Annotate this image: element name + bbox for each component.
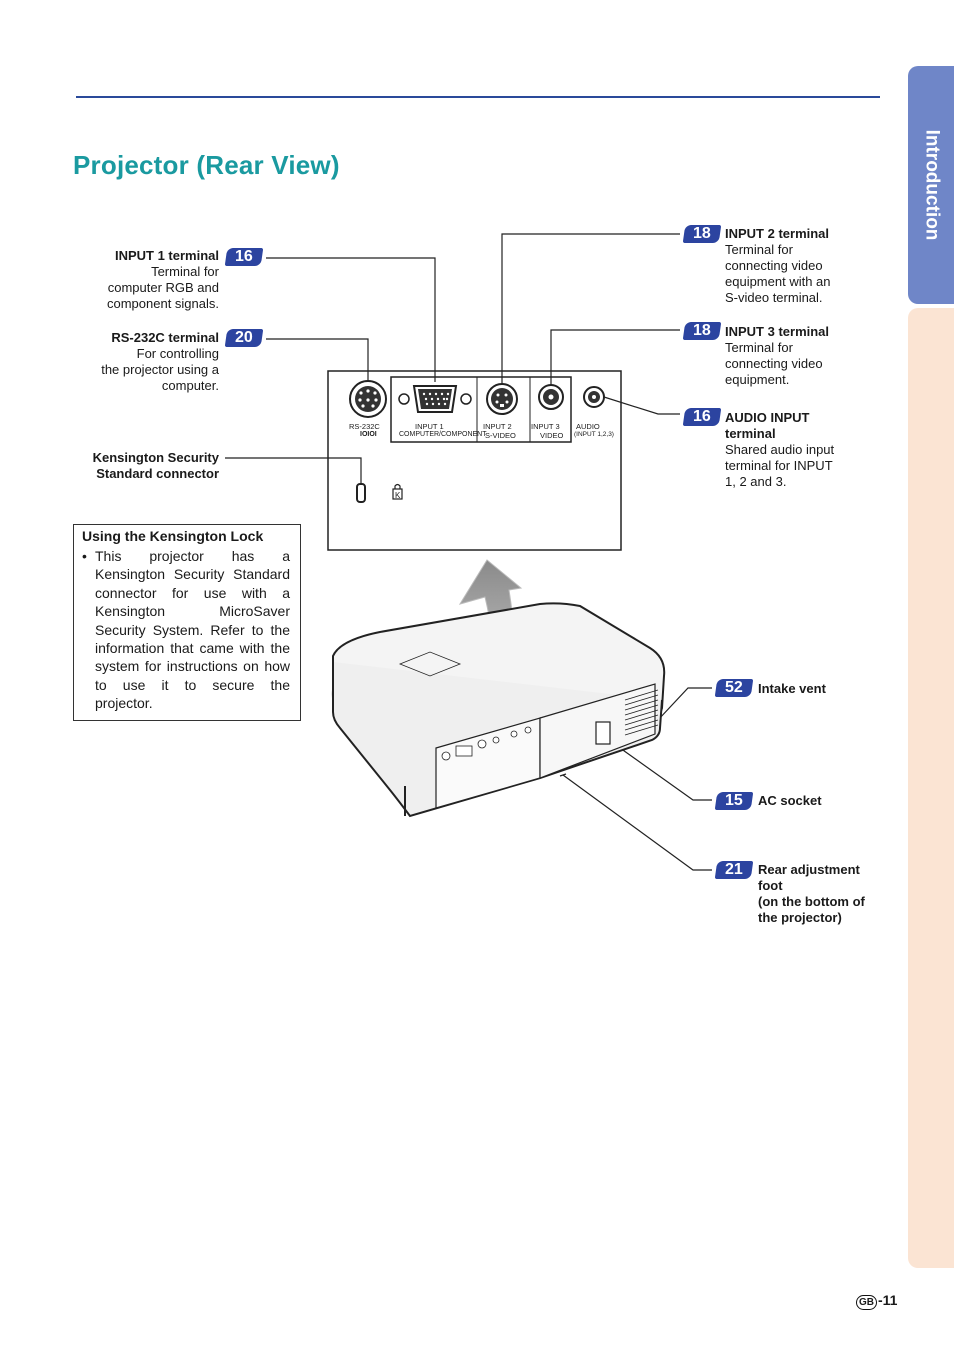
panel-label-audio-inputs: (INPUT 1,2,3) bbox=[574, 431, 614, 438]
input3-desc-line: Terminal for bbox=[725, 340, 793, 355]
input2-desc-line: connecting video bbox=[725, 258, 823, 273]
panel-label-video: VIDEO bbox=[540, 431, 564, 440]
kensington-note-title: Using the Kensington Lock bbox=[82, 528, 264, 544]
input2-desc-line: Terminal for bbox=[725, 242, 793, 257]
region-mark: GB bbox=[856, 1295, 877, 1310]
kensington-callout-title: Standard connector bbox=[96, 466, 219, 481]
kensington-note-text: This projector has a Kensington Security… bbox=[95, 548, 290, 712]
bullet-marker: • bbox=[82, 548, 87, 564]
page-ref-badge: 16 bbox=[224, 248, 264, 266]
lock-icon: K bbox=[392, 483, 403, 500]
rs232c-desc-line: For controlling bbox=[136, 346, 219, 361]
panel-label-input1: INPUT 1 bbox=[415, 422, 444, 431]
rs232c-port-icon bbox=[349, 380, 387, 418]
intake-callout: Intake vent bbox=[758, 681, 826, 697]
ac-callout: AC socket bbox=[758, 793, 822, 809]
kensington-note-body: • This projector has a Kensington Securi… bbox=[82, 547, 290, 713]
page-number: GB-11 bbox=[856, 1292, 897, 1310]
input1-desc-line: component signals. bbox=[106, 296, 219, 311]
input2-callout-title: INPUT 2 terminal bbox=[725, 226, 830, 241]
panel-label-svideo: S-VIDEO bbox=[485, 431, 516, 440]
panel-label-computer-component: COMPUTER/COMPONENT bbox=[399, 431, 487, 438]
page-ref-badge: 18 bbox=[682, 322, 722, 340]
panel-label-rs232c-icon: IOIOI bbox=[360, 431, 377, 438]
panel-label-rs232c: RS-232C bbox=[349, 422, 380, 431]
page-number-text: -11 bbox=[878, 1292, 898, 1308]
input3-callout: INPUT 3 terminal Terminal for connecting… bbox=[725, 324, 865, 388]
input1-desc-line: Terminal for bbox=[151, 264, 219, 279]
audio-callout-title: terminal bbox=[725, 426, 776, 441]
kensington-callout-title: Kensington Security bbox=[92, 450, 219, 465]
audio-callout: AUDIO INPUT terminal Shared audio input … bbox=[725, 410, 865, 490]
svg-text:K: K bbox=[395, 491, 401, 500]
rs232c-desc-line: computer. bbox=[161, 378, 219, 393]
kensington-note-box bbox=[73, 524, 301, 721]
panel-label-input3: INPUT 3 bbox=[531, 422, 560, 431]
ac-callout-title: AC socket bbox=[758, 793, 822, 808]
intake-callout-title: Intake vent bbox=[758, 681, 826, 696]
input2-desc-line: S-video terminal. bbox=[725, 290, 823, 305]
projector-illustration bbox=[331, 602, 666, 818]
rs232c-callout: RS-232C terminal For controlling the pro… bbox=[40, 330, 219, 394]
panel-label-input2: INPUT 2 bbox=[483, 422, 512, 431]
foot-callout-title: the projector) bbox=[758, 910, 842, 925]
input2-callout: INPUT 2 terminal Terminal for connecting… bbox=[725, 226, 865, 306]
header-rule bbox=[76, 96, 880, 98]
page-ref-badge: 52 bbox=[714, 679, 754, 697]
foot-callout: Rear adjustment foot (on the bottom of t… bbox=[758, 862, 898, 926]
rs232c-desc-line: the projector using a bbox=[101, 362, 219, 377]
input1-desc-line: computer RGB and bbox=[107, 280, 219, 295]
rs232c-callout-title: RS-232C terminal bbox=[111, 330, 219, 345]
input1-dsub-port-icon bbox=[398, 385, 472, 413]
input1-callout: INPUT 1 terminal Terminal for computer R… bbox=[60, 248, 219, 312]
input1-callout-title: INPUT 1 terminal bbox=[114, 248, 219, 263]
audio-callout-title: AUDIO INPUT bbox=[725, 410, 810, 425]
foot-callout-title: Rear adjustment bbox=[758, 862, 860, 877]
section-tab: Introduction bbox=[908, 66, 954, 304]
foot-callout-title: (on the bottom of bbox=[758, 894, 865, 909]
input3-callout-title: INPUT 3 terminal bbox=[725, 324, 830, 339]
kensington-callout: Kensington Security Standard connector bbox=[40, 450, 219, 482]
audio-desc-line: terminal for INPUT bbox=[725, 458, 833, 473]
input3-desc-line: connecting video bbox=[725, 356, 823, 371]
audio-jack-icon bbox=[583, 386, 605, 408]
audio-desc-line: Shared audio input bbox=[725, 442, 835, 457]
page-ref-badge: 21 bbox=[714, 861, 754, 879]
page-ref-badge: 18 bbox=[682, 225, 722, 243]
page-ref-badge: 20 bbox=[224, 329, 264, 347]
panel-label-audio: AUDIO bbox=[576, 422, 600, 431]
input2-desc-line: equipment with an bbox=[725, 274, 831, 289]
page-ref-badge: 15 bbox=[714, 792, 754, 810]
audio-desc-line: 1, 2 and 3. bbox=[725, 474, 787, 489]
input3-desc-line: equipment. bbox=[725, 372, 790, 387]
side-margin-band bbox=[908, 308, 954, 1268]
svideo-port-icon bbox=[486, 383, 518, 415]
foot-callout-title: foot bbox=[758, 878, 783, 893]
page-ref-badge: 16 bbox=[682, 408, 722, 426]
kensington-slot-icon bbox=[356, 483, 366, 503]
page-title: Projector (Rear View) bbox=[73, 150, 340, 180]
video-rca-port-icon bbox=[538, 384, 564, 410]
